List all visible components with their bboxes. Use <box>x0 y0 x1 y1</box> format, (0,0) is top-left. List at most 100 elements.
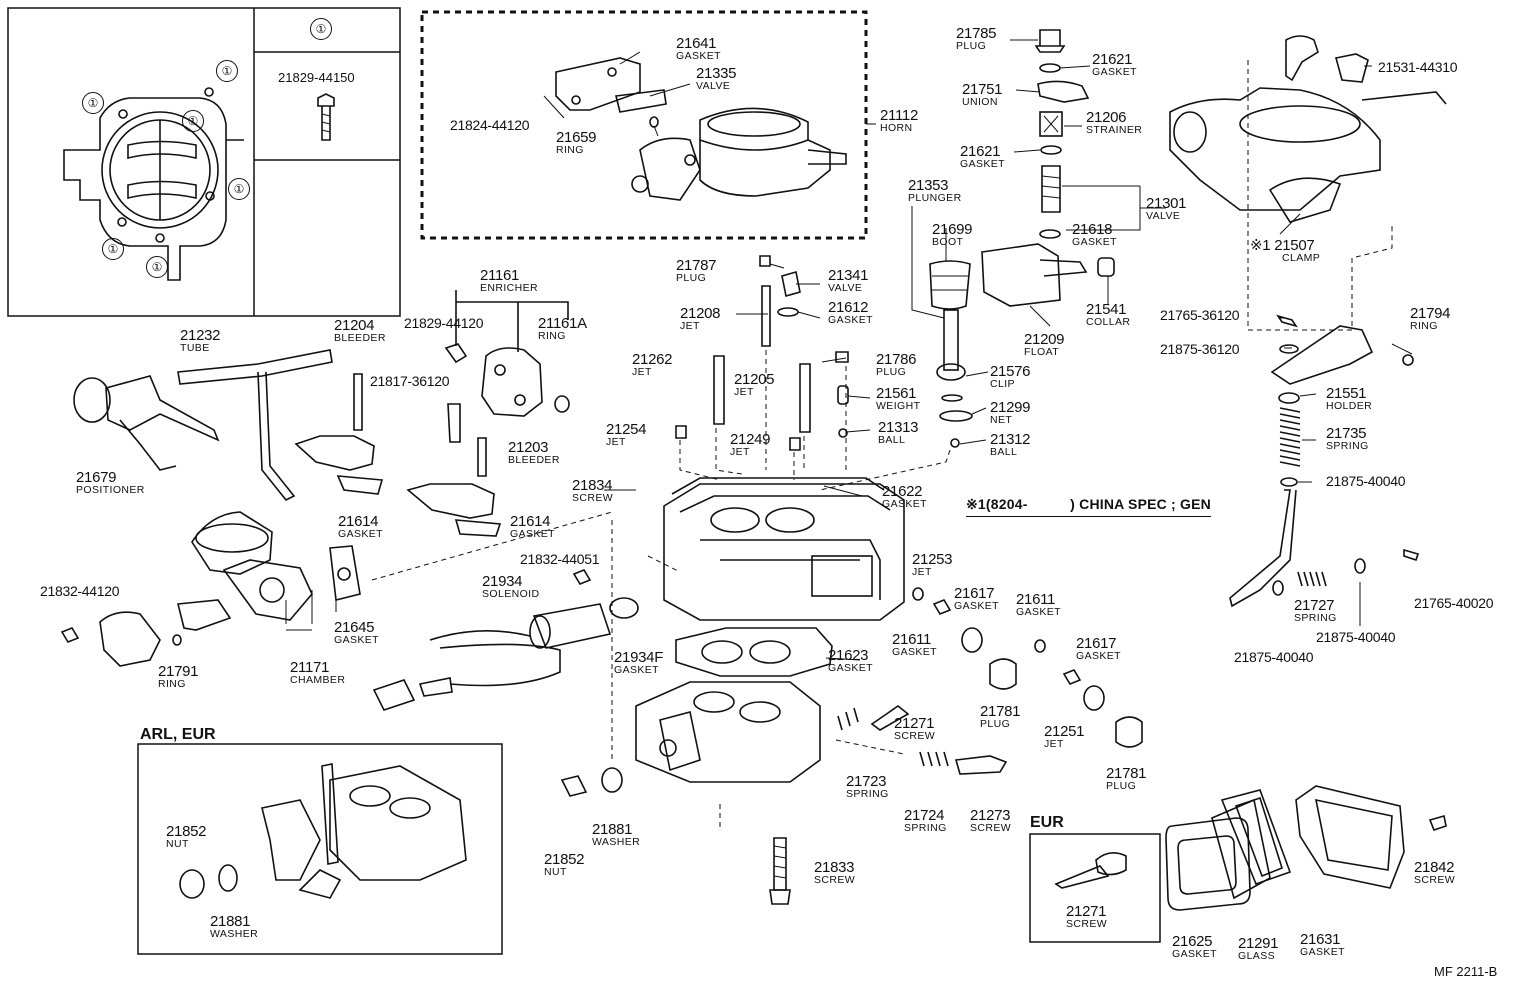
enricher-assembly <box>294 290 613 581</box>
positioner-and-tube <box>73 349 333 502</box>
part-label: 21832-44051 <box>520 551 600 567</box>
part-label: 21531-44310 <box>1378 59 1458 75</box>
arl-eur-inset-title: ARL, EUR <box>140 726 216 743</box>
callout-marker: ① <box>82 92 104 114</box>
inset-header-symbol: ① <box>310 18 332 40</box>
float-and-valves <box>675 29 1115 491</box>
part-label: 21832-44120 <box>40 583 120 599</box>
carburetor-body <box>635 477 905 783</box>
horn-assembly-box <box>420 10 868 240</box>
callout-marker: ① <box>102 238 124 260</box>
diagram-code: MF 2211-B <box>1434 964 1498 979</box>
callout-marker: ① <box>216 60 238 82</box>
solenoid-assembly <box>372 569 639 711</box>
inset-bolt-part-number: 21829-44150 <box>278 70 355 85</box>
top-left-inset <box>7 7 401 317</box>
china-spec-note: ※1(8204- ) CHINA SPEC ; GEN <box>966 494 1211 517</box>
part-label: 21824-44120 <box>450 117 530 133</box>
part-label: 21765-36120 <box>1160 307 1240 323</box>
part-label: 21875-40040 <box>1316 629 1396 645</box>
callout-marker: ① <box>228 178 250 200</box>
arl-eur-inset <box>137 743 503 955</box>
callout-marker: ① <box>146 256 168 278</box>
small-parts <box>560 520 1143 905</box>
part-label: 21829-44120 <box>404 315 484 331</box>
leader-lines <box>285 39 1413 661</box>
part-label: 21875-40040 <box>1234 649 1314 665</box>
eur-inset <box>1029 833 1161 943</box>
part-label: 21817-36120 <box>370 373 450 389</box>
part-label: 21875-40040 <box>1326 473 1406 489</box>
sight-glass-gaskets <box>1165 785 1447 911</box>
part-label: 21765-40020 <box>1414 595 1494 611</box>
eur-inset-title: EUR <box>1030 814 1064 831</box>
air-horn-cover <box>1169 35 1447 331</box>
linkage-assembly <box>1229 314 1420 608</box>
